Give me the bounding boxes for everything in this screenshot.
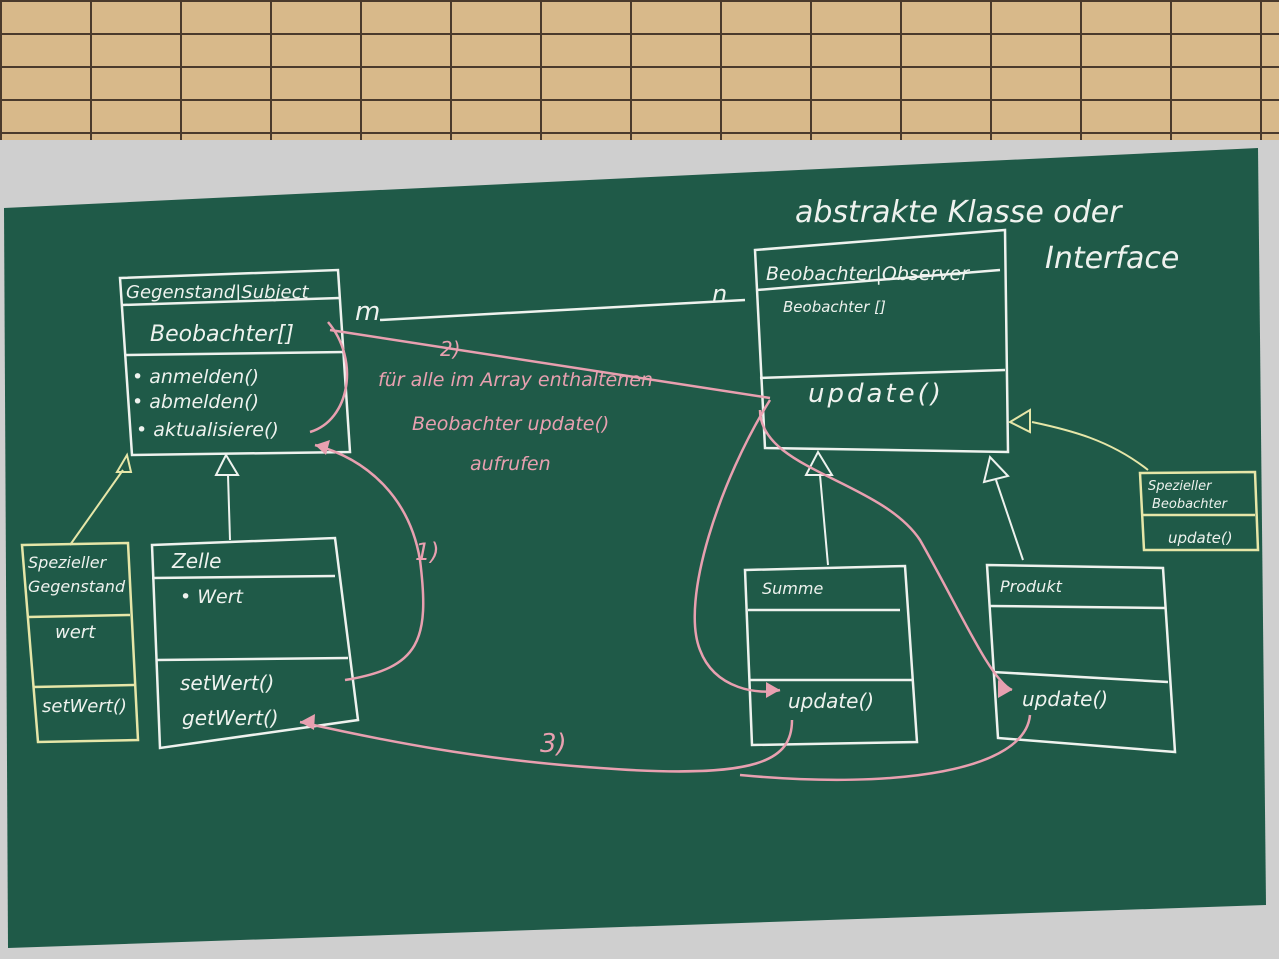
product-inheritance-line <box>995 479 1024 561</box>
pink-arrow-loop <box>309 321 349 434</box>
cell-class-title: Zelle <box>171 549 221 573</box>
note-line3: aufrufen <box>470 453 551 475</box>
special-observer-method: update() <box>1168 529 1233 547</box>
special-subject-title-2: Gegenstand <box>28 577 126 596</box>
header-note-line1: abstrakte Klasse oder <box>795 195 1123 230</box>
pink-arrow-step2 <box>329 328 771 400</box>
special-subject-method: setWert() <box>42 696 127 717</box>
subject-method-1: • anmelden() <box>132 366 259 388</box>
cell-inheritance-arrow <box>214 452 240 476</box>
sum-inheritance-arrow <box>804 449 834 476</box>
special-observer-title-1: Spezieller <box>1148 479 1213 494</box>
observer-method: update() <box>808 379 944 409</box>
cell-attribute: • Wert <box>180 586 245 608</box>
pink-arrow-to-product <box>758 409 1013 692</box>
pink-arrow-step3b <box>739 714 1032 782</box>
pink-arrowhead-step3 <box>300 714 315 730</box>
sum-inheritance-line <box>819 474 829 566</box>
step2-label: 2) <box>440 337 461 361</box>
special-subject-attribute: wert <box>55 622 96 643</box>
observer-attribute: Beobachter [] <box>783 298 886 316</box>
special-subject-inheritance-line <box>69 469 124 546</box>
product-class-box <box>985 563 1177 754</box>
product-class-title: Produkt <box>1000 577 1063 596</box>
special-subject-title-1: Spezieller <box>28 553 108 572</box>
product-method: update() <box>1022 687 1108 711</box>
subject-attribute: Beobachter[] <box>150 322 294 347</box>
pink-arrow-to-sum <box>693 399 781 693</box>
header-note-line2: Interface <box>1045 241 1179 276</box>
special-observer-title-2: Beobachter <box>1152 497 1229 512</box>
subject-class-title: Gegenstand|Subject <box>126 282 310 303</box>
cell-method-2: getWert() <box>182 706 279 730</box>
cell-inheritance-line <box>227 474 231 541</box>
product-inheritance-arrow <box>982 454 1010 484</box>
step3-label: 3) <box>540 729 567 759</box>
special-observer-inheritance-arrow <box>1007 408 1031 434</box>
special-subject-inheritance-arrow <box>115 452 133 473</box>
subject-method-3: • aktualisiere() <box>136 419 279 441</box>
note-line2: Beobachter update() <box>412 413 609 435</box>
association-line <box>379 298 746 322</box>
cell-class-box <box>150 536 360 750</box>
pink-arrow-step3 <box>299 719 794 773</box>
sum-method: update() <box>788 689 874 713</box>
step1-label: 1) <box>415 538 440 566</box>
observer-class-box <box>753 228 1010 454</box>
multiplicity-m: m <box>355 297 380 327</box>
special-subject-box <box>20 541 140 744</box>
special-observer-box <box>1138 470 1260 552</box>
pink-arrow-step1 <box>314 443 425 682</box>
sum-class-box <box>743 564 919 747</box>
pink-arrowhead-sum <box>766 682 780 698</box>
multiplicity-n: n <box>712 280 727 308</box>
cell-method-1: setWert() <box>180 671 274 695</box>
special-observer-inheritance-line <box>1031 421 1149 471</box>
subject-class-box <box>118 268 352 457</box>
note-line1: für alle im Array enthaltenen <box>378 369 653 391</box>
pink-arrowhead-product <box>998 680 1012 698</box>
subject-method-2: • abmelden() <box>132 391 259 413</box>
pink-arrowhead-step1 <box>315 440 330 455</box>
board-surface <box>4 148 1266 948</box>
sum-class-title: Summe <box>762 579 823 598</box>
observer-class-title: Beobachter|Observer <box>766 263 970 285</box>
